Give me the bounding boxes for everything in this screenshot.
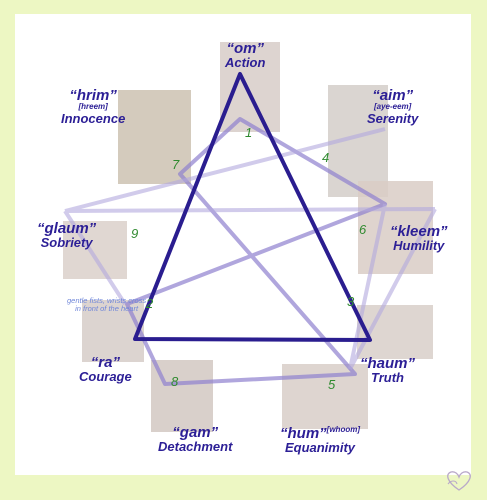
diagram-panel: “om” Action “hrim” [hreem] Innocence “ai…	[15, 14, 471, 475]
label-haum: “haum” Truth	[360, 356, 415, 384]
mantra-hum: “hum”	[280, 425, 327, 442]
mantra-hrim: “hrim”	[69, 87, 117, 104]
number-1: 1	[245, 125, 253, 140]
mantra-om: “om”	[226, 40, 264, 57]
label-ra: “ra” Courage	[79, 355, 132, 383]
label-glaum: “glaum” Sobriety	[37, 221, 96, 249]
quality-courage: Courage	[79, 369, 132, 384]
hand-position-note: gentle fists, wrists cross in front of t…	[67, 296, 147, 314]
number-7: 7	[172, 157, 180, 172]
number-9: 9	[131, 226, 139, 241]
pron-hrim: [hreem]	[78, 102, 108, 111]
quality-humility: Humility	[393, 238, 445, 253]
quality-sobriety: Sobriety	[40, 235, 93, 250]
pron-aim: [aye-eem]	[373, 102, 412, 111]
enneagram-diagram	[63, 42, 437, 432]
quality-truth: Truth	[371, 370, 404, 385]
number-4: 4	[322, 150, 330, 165]
quality-action: Action	[225, 55, 266, 70]
label-kleem: “kleem” Humility	[390, 224, 448, 252]
note-line-1: gentle fists, wrists cross	[67, 296, 147, 305]
number-8: 8	[171, 374, 179, 389]
photo-om	[220, 42, 280, 132]
heart-swirl-logo-icon	[447, 471, 471, 491]
photo-hrim	[118, 90, 191, 184]
label-aim: “aim” [aye-eem] Serenity	[367, 88, 418, 125]
number-6: 6	[359, 222, 367, 237]
mantra-hum-line: “hum”[whoom]	[280, 425, 360, 442]
mantra-haum: “haum”	[360, 355, 416, 372]
pron-hum: [whoom]	[326, 425, 360, 434]
inner-triangle	[133, 72, 372, 342]
mantra-ra: “ra”	[90, 354, 120, 371]
quality-equanimity: Equanimity	[284, 440, 356, 455]
number-5: 5	[328, 377, 336, 392]
photo-ra	[82, 300, 144, 362]
label-hrim: “hrim” [hreem] Innocence	[61, 88, 125, 125]
label-hum: “hum”[whoom] Equanimity	[280, 425, 360, 455]
note-line-2: in front of the heart	[75, 304, 139, 314]
quality-innocence: Innocence	[61, 110, 126, 126]
label-om: “om” Action	[225, 41, 265, 69]
mantra-glaum: “glaum”	[37, 220, 97, 237]
number-3: 3	[347, 294, 355, 309]
photo-glaum	[63, 221, 127, 279]
label-gam: “gam” Detachment	[158, 425, 232, 453]
number-2: 2	[146, 296, 154, 311]
mantra-gam: “gam”	[172, 424, 219, 441]
chord-lines	[63, 127, 437, 370]
mantra-kleem: “kleem”	[390, 223, 448, 240]
quality-detachment: Detachment	[158, 439, 233, 454]
mantra-aim: “aim”	[372, 87, 414, 104]
quality-serenity: Serenity	[367, 110, 419, 126]
